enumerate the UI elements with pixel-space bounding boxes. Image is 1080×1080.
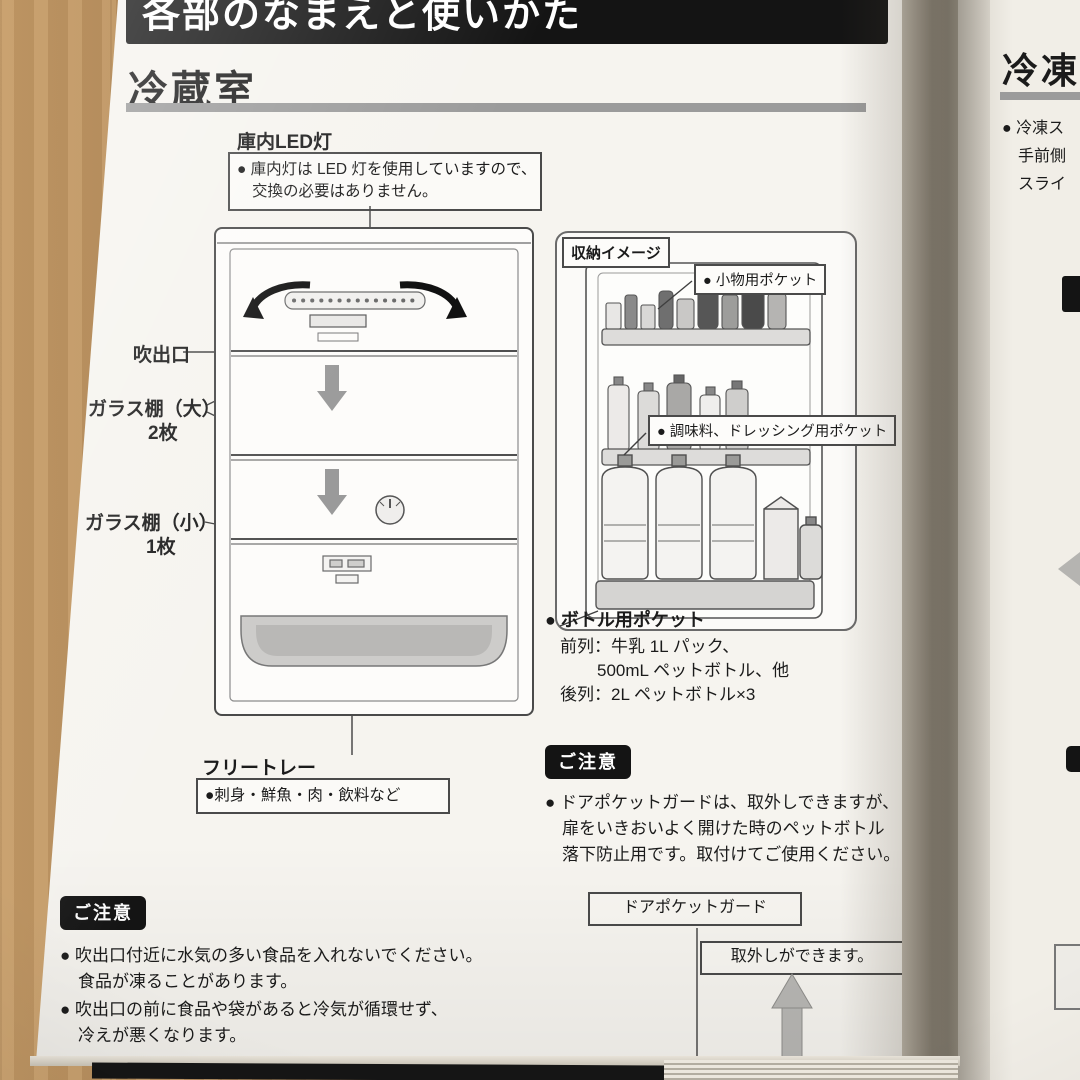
free-tray-shape (240, 615, 508, 667)
booklet-cover-edge (91, 1062, 665, 1080)
bottle-pocket-line-1: 前列：牛乳 1L パック、 (560, 637, 740, 656)
bottle-pocket-line-3: 後列：2L ペットボトル×3 (560, 685, 756, 704)
condiment-pocket (601, 448, 811, 466)
led-note-line-2: 交換の必要はありません。 (252, 183, 438, 201)
right-page-line-3: スライ (1018, 176, 1067, 193)
right-page-badge-fragment (1066, 746, 1080, 772)
led-label: 庫内LED灯 (237, 132, 333, 153)
fridge-interior-diagram (183, 206, 534, 755)
caution-outlet-line-3: ● 吹出口の前に食品や袋があると冷気が循環せず、 (60, 1000, 448, 1019)
temp-dial (375, 495, 405, 525)
chapter-banner: 各部のなまえと使いかた (126, 0, 888, 44)
right-page-arrow-fragment (1058, 552, 1080, 586)
caution-outlet-line-4: 冷えが悪くなります。 (78, 1026, 247, 1045)
free-tray-note: ●刺身・鮮魚・肉・飲料など (205, 787, 401, 804)
air-vent-grille (284, 291, 426, 342)
caution-door-line-2: 扉をいきおいよく開けた時のペットボトル (562, 819, 885, 838)
caution-badge-door-text: ご注意 (558, 752, 618, 772)
right-page-box-fragment (1054, 944, 1080, 1010)
pocket-small-label: ● 小物用ポケット (703, 273, 818, 289)
right-page-title: 冷凍室 (1002, 50, 1080, 91)
storage-leader-lines (559, 280, 693, 627)
free-tray-label: フリートレー (202, 758, 317, 779)
caution-outlet-line-1: ● 吹出口付近に水気の多い食品を入れないでください。 (60, 946, 483, 965)
cold-air-arrows (317, 365, 347, 515)
caution-badge-door: ご注意 (545, 745, 631, 779)
glass-shelf-large-count: 2枚 (148, 423, 178, 444)
caution-badge-outlet-text: ご注意 (73, 903, 133, 923)
guard-diagram-links (696, 928, 813, 1062)
bottle-pocket (595, 580, 815, 610)
door-pocket-guard-label: ドアポケットガード (622, 899, 767, 916)
small-items-pocket (601, 328, 811, 346)
removable-box: 取外しができます。 (700, 941, 902, 975)
led-note-box: ● 庫内灯は LED 灯を使用していますので、 交換の必要はありません。 (228, 152, 542, 211)
caution-outlet-line-2: 食品が凍ることがあります。 (78, 972, 298, 991)
pocket-small-callout: ● 小物用ポケット (694, 264, 827, 295)
storage-image-title-box: 収納イメージ (562, 237, 670, 268)
pocket-condiment-label: ● 調味料、ドレッシング用ポケット (657, 424, 888, 440)
page-stack-edge (664, 1060, 958, 1080)
page-right: 冷凍室 ● 冷凍ス 手前側 スライ (958, 0, 1080, 1080)
caution-badge-outlet: ご注意 (60, 896, 146, 930)
bottle-pocket-title: ● ボトル用ポケット (545, 610, 705, 630)
door-pocket-guard-box: ドアポケットガード (588, 892, 802, 926)
pocket-condiment-callout: ● 調味料、ドレッシング用ポケット (648, 415, 897, 446)
right-page-line-2: 手前側 (1018, 148, 1067, 165)
caution-door-line-1: ● ドアポケットガードは、取外しできますが、 (545, 793, 900, 812)
bottle-pocket-line-2: 500mL ペットボトル、他 (597, 661, 790, 680)
glass-shelves (231, 350, 517, 545)
chapter-banner-text: 各部のなまえと使いかた (142, 0, 583, 36)
right-page-line-1: ● 冷凍ス (1002, 120, 1065, 137)
cabinet-outline (214, 227, 534, 716)
airflow-arrows (243, 281, 467, 319)
right-page-label-fragment (1062, 276, 1080, 312)
glass-shelf-small-label: ガラス棚（小） (85, 513, 218, 534)
glass-shelf-small-count: 1枚 (146, 537, 176, 558)
storage-image-title: 収納イメージ (571, 245, 661, 262)
control-panel (322, 555, 372, 584)
free-tray-note-box: ●刺身・鮮魚・肉・飲料など (196, 778, 450, 815)
air-outlet-label: 吹出口 (133, 345, 191, 366)
removable-label: 取外しができます。 (730, 948, 874, 965)
glass-shelf-large-label: ガラス棚（大） (88, 399, 221, 420)
caution-door-line-3: 落下防止用です。取付けてご使用ください。 (562, 845, 901, 864)
section-heading-rule (126, 103, 866, 112)
large-bottles (601, 454, 823, 580)
page-bottom-edge (30, 1056, 960, 1066)
up-arrow (771, 973, 813, 1061)
led-note-line-1: ● 庫内灯は LED 灯を使用していますので、 (237, 161, 537, 178)
right-page-heading-rule (1000, 92, 1080, 100)
